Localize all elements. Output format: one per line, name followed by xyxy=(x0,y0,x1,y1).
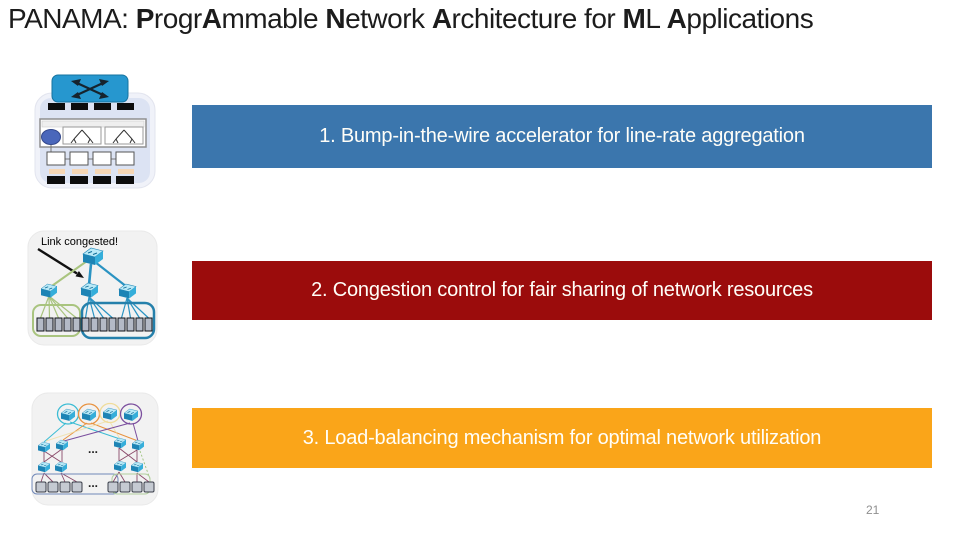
server-row xyxy=(35,481,155,493)
link-congested-label: Link congested! xyxy=(41,236,118,248)
nic-boxes xyxy=(46,151,135,166)
tree-links xyxy=(48,260,128,289)
load-balancing-diagram: ... ... xyxy=(31,392,159,506)
title-segment: for xyxy=(584,3,623,34)
ellipsis-label: ... xyxy=(88,442,98,456)
banner-2-label: 2. Congestion control for fair sharing o… xyxy=(311,279,813,301)
server-bars xyxy=(47,176,134,184)
page-number: 21 xyxy=(866,503,880,517)
slide-title: PANAMA: ProgrAmmable Network Architectur… xyxy=(8,1,814,37)
banner-3-label: 3. Load-balancing mechanism for optimal … xyxy=(302,426,822,449)
congestion-diagram: Link congested! xyxy=(27,230,158,346)
host-bars xyxy=(49,169,134,174)
crossbar-switch-icon xyxy=(51,74,129,103)
title-segment-bold: N xyxy=(325,3,346,34)
title-segment: mmable xyxy=(221,3,326,34)
banner-2-congestion-control: 2. Congestion control for fair sharing o… xyxy=(192,261,932,320)
title-segment: rogr xyxy=(153,3,202,34)
edge-server-links xyxy=(40,471,150,483)
title-segment: etwork xyxy=(345,3,432,34)
title-segment: PANAMA: xyxy=(8,3,136,34)
left-fanout xyxy=(39,295,77,319)
title-segment: L xyxy=(645,3,667,34)
core-path-circles xyxy=(56,402,143,425)
title-segment-bold: A xyxy=(431,3,452,34)
title-segment-bold: P xyxy=(135,3,155,34)
core-links xyxy=(43,420,139,443)
right-fanout xyxy=(120,297,149,319)
title-segment-bold: M xyxy=(622,3,646,34)
buffer-ellipse xyxy=(41,129,61,145)
card-background xyxy=(31,392,159,506)
congested-arrow-icon xyxy=(37,247,84,278)
title-segment: rchitecture xyxy=(451,3,585,34)
title-segment-bold: A xyxy=(666,3,687,34)
banner-3-load-balancing: 3. Load-balancing mechanism for optimal … xyxy=(192,408,932,468)
server-row xyxy=(36,317,153,332)
banner-1-label: 1. Bump-in-the-wire accelerator for line… xyxy=(319,125,805,147)
accelerator-panel xyxy=(39,118,147,148)
mid-fanout xyxy=(84,296,113,319)
accelerator-diagram xyxy=(34,74,156,189)
banner-1-accelerator: 1. Bump-in-the-wire accelerator for line… xyxy=(192,105,932,168)
agg-edge-links xyxy=(43,447,151,480)
title-segment: pplications xyxy=(686,3,814,34)
title-segment-bold: A xyxy=(201,3,222,34)
switch-ports xyxy=(48,103,134,110)
aggregation-tree-icon xyxy=(70,129,136,144)
ellipsis-label: ... xyxy=(88,476,98,490)
